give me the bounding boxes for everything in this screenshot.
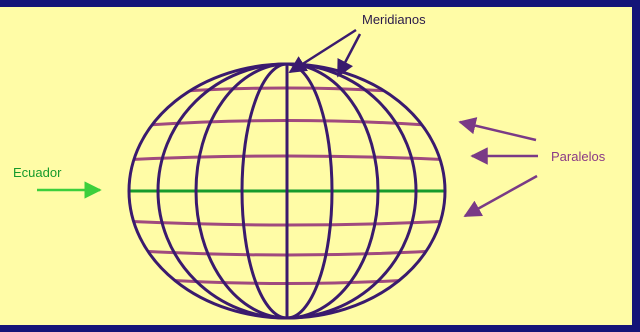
meridian-arrow [290,30,356,72]
meridians-group [158,64,416,318]
parallels-label: Paralelos [551,149,605,164]
parallel-arrows [460,122,538,216]
parallel-arrow [465,176,537,216]
meridians-label: Meridianos [362,12,426,27]
parallel-arrow [460,122,536,140]
equator-label: Ecuador [13,165,61,180]
